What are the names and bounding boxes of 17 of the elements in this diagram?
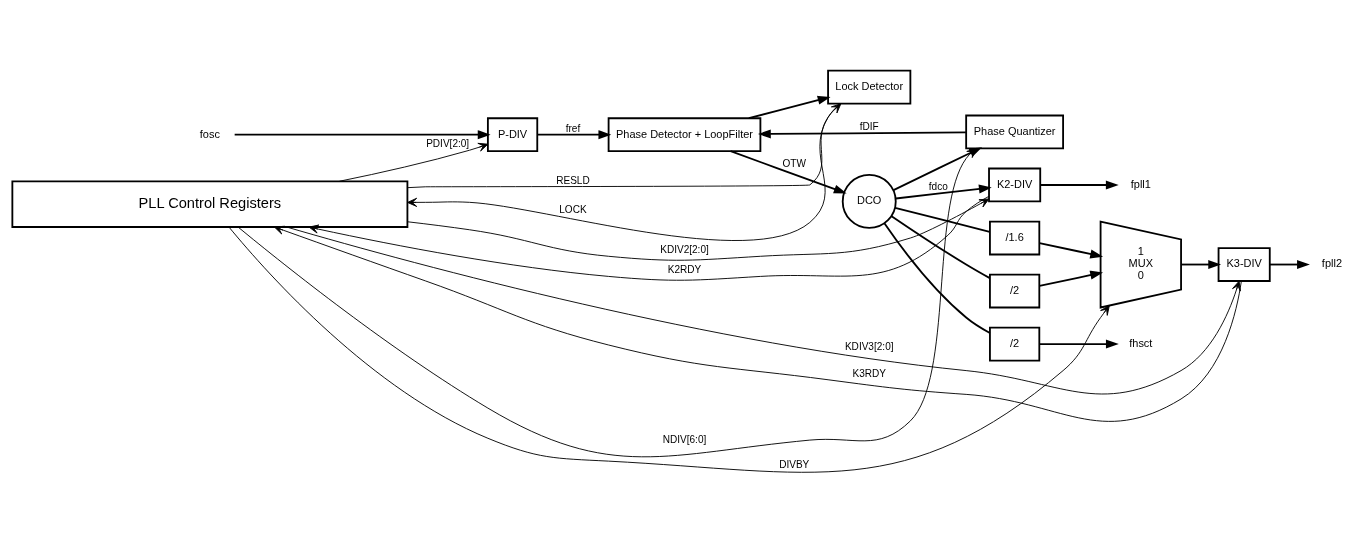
- edge-label: KDIV3[2:0]: [844, 340, 894, 352]
- edge-label: RESLD: [556, 174, 590, 186]
- edge-label: fdco: [928, 180, 948, 192]
- node-text: fpll1: [1130, 177, 1151, 190]
- node-text: fhsct: [1129, 336, 1153, 349]
- edge-label: NDIV[6:0]: [662, 433, 707, 445]
- edge-label: K3RDY: [852, 367, 886, 379]
- edge-label: KDIV2[2:0]: [660, 243, 709, 255]
- edge-label: K2RDY: [667, 263, 702, 275]
- edge-label: OTW: [782, 157, 806, 169]
- edge-label: LOCK: [559, 203, 587, 215]
- edge-label: fDIF: [859, 120, 879, 132]
- node-text: fpll2: [1321, 256, 1343, 269]
- node-text: fosc: [199, 127, 220, 140]
- edge-label: DIVBY: [779, 458, 810, 470]
- edge-label: PDIV[2:0]: [426, 137, 470, 149]
- edge-label: fref: [565, 122, 581, 134]
